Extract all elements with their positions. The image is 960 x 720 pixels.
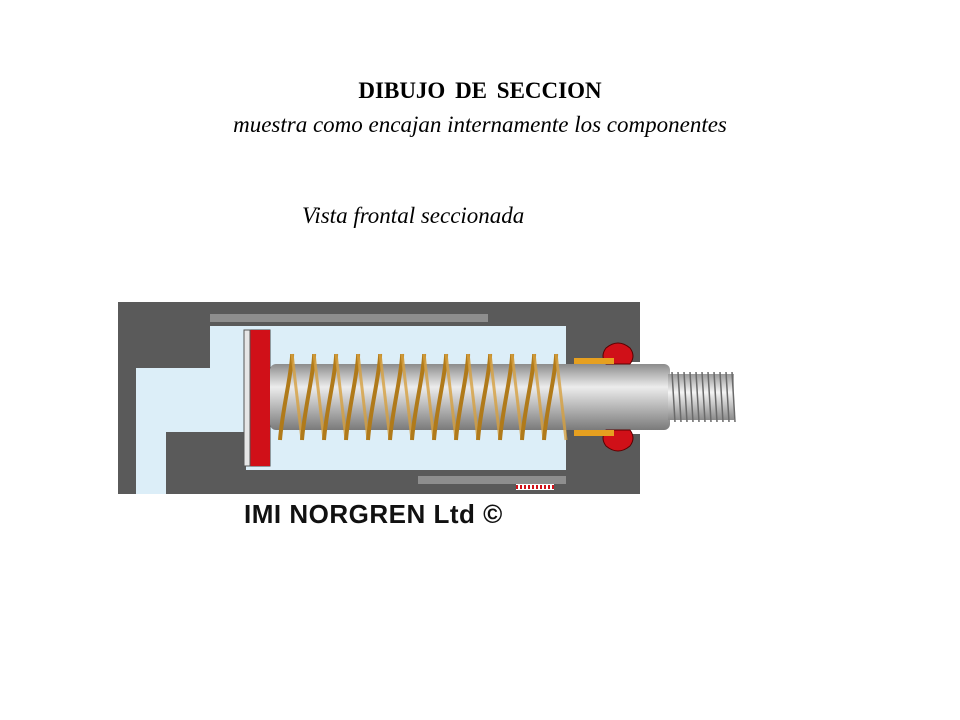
view-label: Vista frontal seccionada [302,203,525,228]
spring-coil-front [532,353,546,441]
breather-vent-strip [516,484,554,490]
spring-coil-front [356,353,370,441]
diagram-title: DIBUJO DE SECCION [358,78,602,103]
spring-coil-front [400,353,414,441]
tube-top-lip [210,314,488,322]
spring-coil-front [488,353,502,441]
piston [243,329,271,467]
seal-washer-upper [574,358,614,364]
thread-tooth [707,371,712,423]
spring-coil-front [466,353,480,441]
diagram-credit: IMI NORGREN Ltd © [244,499,503,529]
thread-tooth [713,371,718,423]
rod-seals [574,342,634,452]
diagram-subtitle: muestra como encajan internamente los co… [233,112,727,137]
spring-coil-front [312,353,326,441]
spring-coil-front [378,353,392,441]
spring-coil-front [444,353,458,441]
end-cap-lower-block [166,432,246,494]
cavity-bottom-left [136,432,166,494]
thread-tooth [689,371,694,423]
thread-tooth [683,371,688,423]
thread-tooth [701,371,706,423]
thread-tooth [695,371,700,423]
seal-washer-lower [574,430,614,436]
end-cap-upper-block [136,320,210,368]
spring-coil-front [290,353,304,441]
thread-tooth [677,371,682,423]
piston-face [243,329,251,467]
return-spring [278,353,568,441]
thread-tooth [671,371,676,423]
spring-coil-front [422,353,436,441]
breather-vent [516,484,554,490]
spring-coil-front [554,353,568,441]
spring-coil-front [334,353,348,441]
tube-bottom-lip [418,476,566,484]
spring-coil-front [510,353,524,441]
thread-tooth [725,371,730,423]
thread-tooth [719,371,724,423]
thread-teeth [671,371,736,423]
piston-seal [250,330,270,466]
thread-tooth [731,371,736,423]
